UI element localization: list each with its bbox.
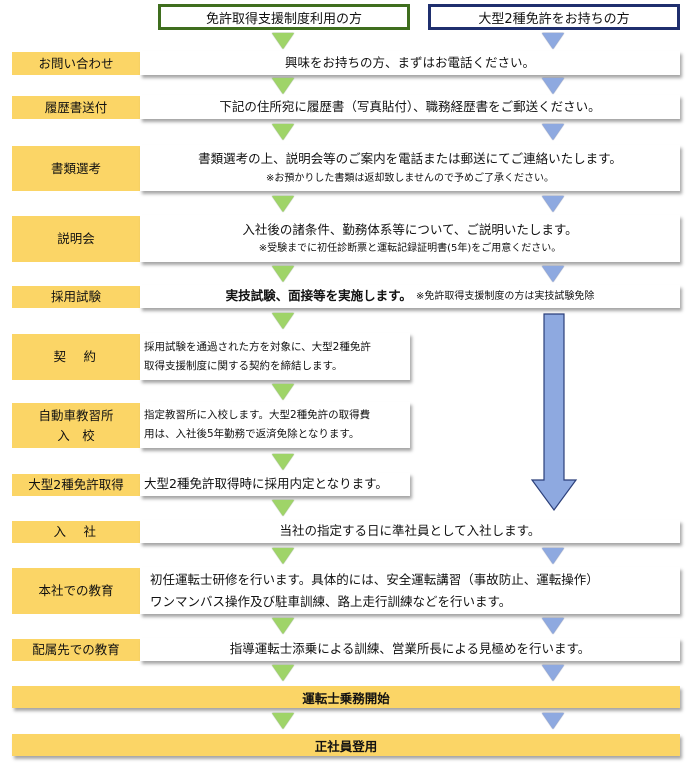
step-content-branch-training: 指導運転士添乗による訓練、営業所長による見極めを行います。 — [140, 638, 680, 661]
step-label-resume: 履歴書送付 — [12, 96, 140, 119]
step-label-screening-text: 書類選考 — [50, 160, 101, 176]
arrow-down-icon — [272, 78, 294, 94]
step-text-hq-training-line1: 初任運転士研修を行います。具体的には、安全運転講習（事故防止、運転操作） — [150, 571, 599, 587]
header-license-holders: 大型2種免許をお持ちの方 — [428, 4, 680, 30]
arrow-down-icon — [542, 665, 564, 681]
arrow-down-icon — [272, 618, 294, 634]
step-label-driving-school-line1: 自動車教習所 — [38, 407, 114, 423]
step-label-hq-training: 本社での教育 — [12, 568, 140, 614]
arrow-down-icon — [272, 548, 294, 564]
step-label-branch-training-text: 配属先での教育 — [32, 642, 120, 657]
step-content-exam: 実技試験、面接等を実施します。 ※免許取得支援制度の方は実技試験免除 — [140, 285, 680, 308]
step-text-hq-training-line2: ワンマンバス操作及び駐車訓練、路上走行訓練などを行います。 — [150, 593, 512, 609]
step-label-driving-school: 自動車教習所 入 校 — [12, 403, 140, 448]
arrow-down-icon — [542, 124, 564, 140]
step-label-screening: 書類選考 — [12, 146, 140, 191]
step-content-license: 大型2種免許取得時に採用内定となります。 — [140, 473, 410, 496]
header-support-program: 免許取得支援制度利用の方 — [158, 4, 410, 30]
step-content-contract: 採用試験を通過された方を対象に、大型2種免許 取得支援制度に関する契約を締結しま… — [140, 333, 410, 380]
final-step-full-employee-text: 正社員登用 — [314, 738, 378, 754]
arrow-down-icon — [272, 313, 294, 329]
arrow-down-icon — [272, 665, 294, 681]
step-content-hq-training: 初任運転士研修を行います。具体的には、安全運転講習（事故防止、運転操作） ワンマ… — [140, 567, 680, 614]
step-label-briefing-text: 説明会 — [57, 231, 95, 246]
step-text-branch-training: 指導運転士添乗による訓練、営業所長による見極めを行います。 — [229, 641, 591, 657]
step-label-license-text: 大型2種免許取得 — [28, 477, 124, 492]
step-label-briefing: 説明会 — [12, 216, 140, 262]
step-content-inquiry: 興味をお持ちの方、まずはお電話ください。 — [140, 51, 680, 75]
step-text-license: 大型2種免許取得時に採用内定となります。 — [144, 476, 388, 492]
step-label-driving-school-line2: 入 校 — [57, 427, 95, 443]
step-content-resume: 下記の住所宛に履歴書（写真貼付）、職務経歴書をご郵送ください。 — [140, 95, 680, 119]
step-label-inquiry-text: お問い合わせ — [38, 55, 114, 71]
header-license-holders-text: 大型2種免許をお持ちの方 — [478, 11, 630, 27]
step-text-driving-school-line1: 指定教習所に入校します。大型2種免許の取得費 — [144, 409, 371, 422]
step-text-contract-line1: 採用試験を通過された方を対象に、大型2種免許 — [144, 340, 371, 353]
arrow-down-icon — [272, 266, 294, 282]
step-content-driving-school: 指定教習所に入校します。大型2種免許の取得費 用は、入社後5年勤務で返済免除とな… — [140, 402, 410, 448]
arrow-down-icon — [272, 33, 294, 49]
step-label-license: 大型2種免許取得 — [12, 474, 140, 496]
final-step-start-driving-text: 運転士乗務開始 — [302, 690, 390, 706]
step-content-joining: 当社の指定する日に準社員として入社します。 — [140, 520, 680, 543]
step-label-joining: 入 社 — [12, 521, 140, 543]
step-label-contract-text: 契 約 — [53, 349, 99, 364]
step-text-screening: 書類選考の上、説明会等のご案内を電話または郵送にてご連絡いたします。 — [198, 151, 622, 167]
step-text-driving-school-line2: 用は、入社後5年勤務で返済免除となります。 — [144, 428, 360, 440]
step-note-screening: ※お預かりした書類は返却致しませんので予めご了承ください。 — [265, 172, 555, 184]
arrow-down-icon — [542, 196, 564, 212]
big-arrow-down-icon — [530, 313, 578, 512]
arrow-down-icon — [272, 124, 294, 140]
final-step-start-driving: 運転士乗務開始 — [12, 686, 680, 708]
arrow-down-icon — [542, 548, 564, 564]
step-label-resume-text: 履歴書送付 — [44, 99, 108, 115]
step-content-screening: 書類選考の上、説明会等のご案内を電話または郵送にてご連絡いたします。 ※お預かり… — [140, 145, 680, 191]
step-text-briefing: 入社後の諸条件、勤務体系等について、ご説明いたします。 — [242, 221, 578, 237]
step-label-exam: 採用試験 — [12, 286, 140, 308]
arrow-down-icon — [272, 384, 294, 400]
arrow-down-icon — [542, 618, 564, 634]
step-label-contract: 契 約 — [12, 334, 140, 380]
step-text-inquiry: 興味をお持ちの方、まずはお電話ください。 — [284, 54, 535, 70]
step-content-briefing: 入社後の諸条件、勤務体系等について、ご説明いたします。 ※受験までに初任診断票と… — [140, 215, 680, 262]
arrow-down-icon — [542, 33, 564, 49]
step-text-contract-line2: 取得支援制度に関する契約を締結します。 — [144, 359, 343, 372]
step-text-resume: 下記の住所宛に履歴書（写真貼付）、職務経歴書をご郵送ください。 — [219, 98, 601, 114]
step-note-briefing: ※受験までに初任診断票と運転記録証明書(5年)をご用意ください。 — [258, 243, 562, 255]
arrow-down-icon — [542, 713, 564, 729]
arrow-down-icon — [542, 266, 564, 282]
step-label-hq-training-text: 本社での教育 — [38, 583, 114, 598]
arrow-down-icon — [272, 713, 294, 729]
step-text-joining: 当社の指定する日に準社員として入社します。 — [279, 523, 541, 539]
arrow-down-icon — [272, 500, 294, 516]
step-label-exam-text: 採用試験 — [50, 289, 101, 304]
arrow-down-icon — [272, 454, 294, 470]
step-label-joining-text: 入 社 — [53, 524, 99, 539]
step-note-exam: ※免許取得支援制度の方は実技試験免除 — [415, 291, 595, 302]
final-step-full-employee: 正社員登用 — [12, 734, 680, 756]
step-label-branch-training: 配属先での教育 — [12, 639, 140, 661]
step-text-exam: 実技試験、面接等を実施します。 — [225, 288, 412, 304]
arrow-down-icon — [272, 196, 294, 212]
arrow-down-icon — [542, 78, 564, 94]
step-label-inquiry: お問い合わせ — [12, 52, 140, 75]
header-support-program-text: 免許取得支援制度利用の方 — [205, 11, 362, 27]
